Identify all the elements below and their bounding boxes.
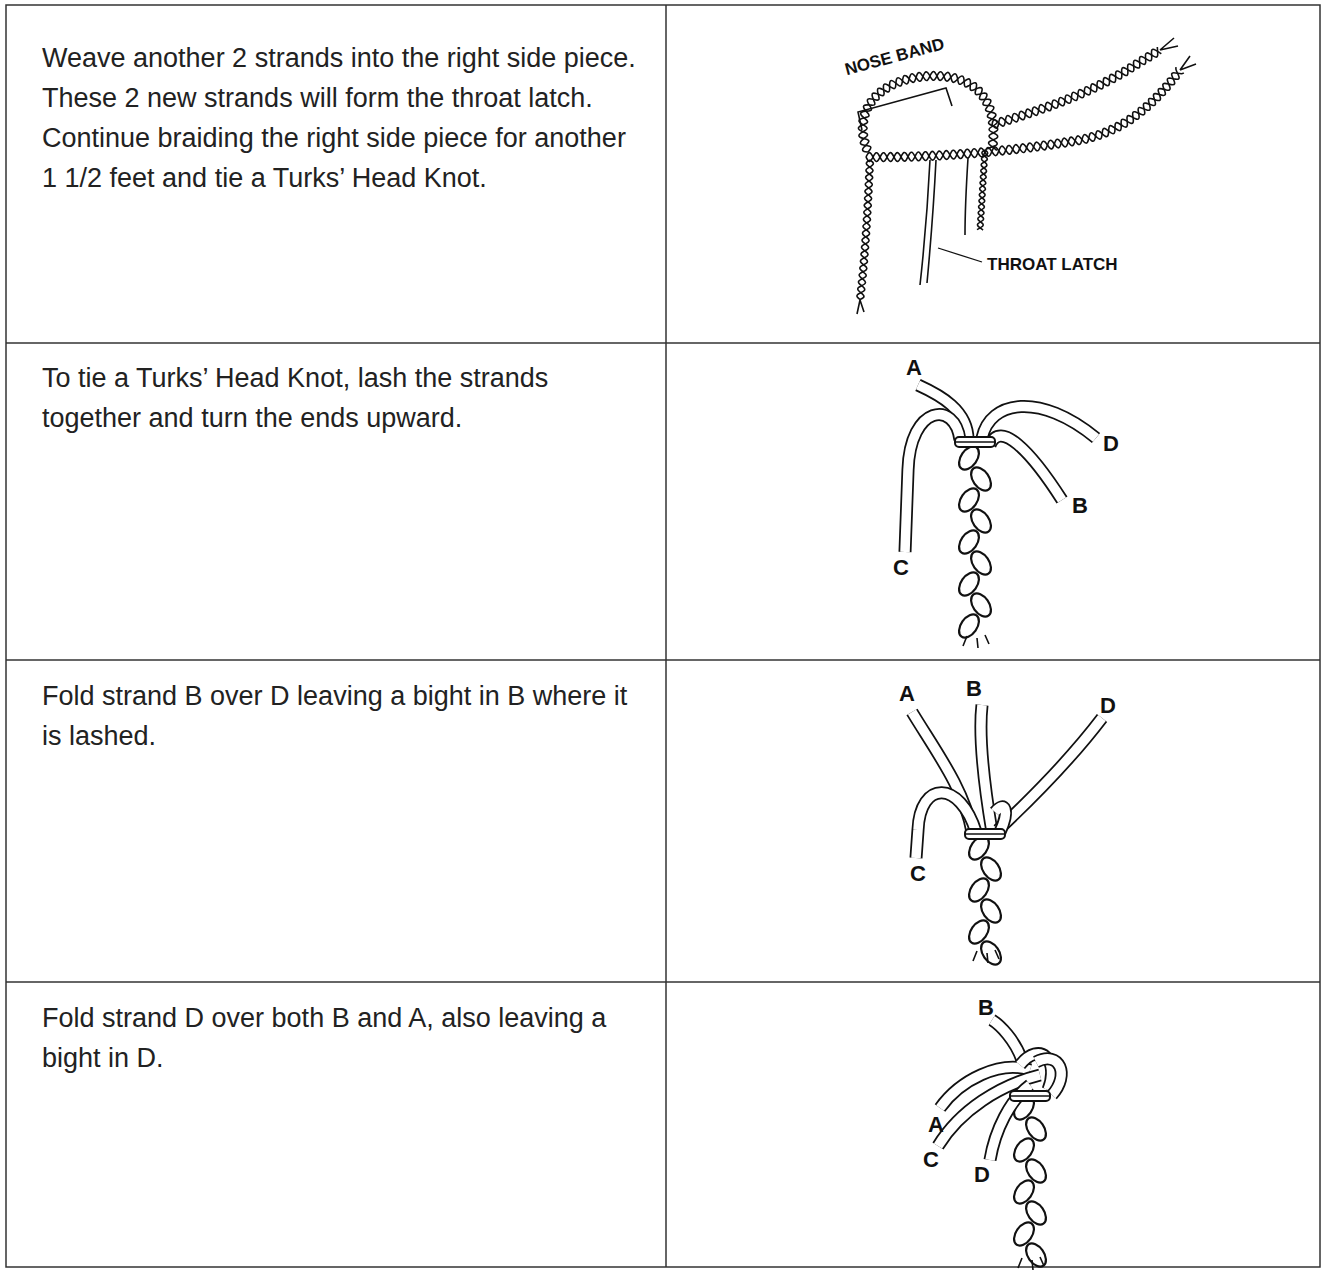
rope-line (1160, 38, 1196, 70)
column-rule (665, 5, 667, 1267)
strand-outline (905, 415, 960, 552)
rope-line (857, 300, 864, 314)
lashing (955, 437, 995, 447)
twisted-rope (977, 150, 987, 230)
strand-fill (981, 705, 992, 832)
strand-letter: B (1072, 494, 1088, 518)
strand-fill (916, 793, 976, 858)
braid-plait (955, 611, 983, 641)
strand-outline (998, 718, 1102, 830)
strand-outline (916, 793, 976, 858)
twisted-rope (866, 73, 1184, 162)
twisted-rope (859, 72, 998, 152)
strand-outline (992, 1020, 1022, 1060)
table-grid (6, 5, 1320, 1267)
strand-letter: A (899, 682, 915, 706)
instruction-text: Fold strand B over D leaving a bight in … (42, 676, 647, 756)
strand-letter: A (928, 1113, 944, 1137)
strand-letter: B (966, 677, 982, 701)
knot-drawings (905, 385, 1102, 1270)
table-border (6, 5, 1320, 1267)
twisted-rope (858, 72, 997, 152)
twisted-rope (857, 160, 873, 300)
rope-line (858, 88, 952, 130)
rope-line (927, 160, 936, 283)
strand-letter: D (1100, 694, 1116, 718)
strand-letter: C (910, 862, 926, 886)
rope-line (1018, 1257, 1044, 1270)
braid-plait (1022, 1240, 1050, 1270)
rope-line (938, 248, 982, 262)
strand-outline (981, 705, 992, 832)
strand-fill (905, 415, 960, 552)
instruction-text: To tie a Turks’ Head Knot, lash the stra… (42, 358, 647, 438)
twisted-rope (858, 160, 873, 300)
instruction-text: Fold strand D over both B and A, also le… (42, 998, 647, 1078)
strand-fill (998, 718, 1102, 830)
lashing (965, 829, 1005, 839)
strand-letter: B (978, 996, 994, 1020)
strand-letter: D (974, 1163, 990, 1187)
strand-fill (992, 1020, 1022, 1060)
halter-drawing (857, 38, 1196, 314)
lashing (1010, 1091, 1050, 1101)
rope-line (955, 441, 995, 442)
row-rule (6, 981, 1320, 983)
strand-fill (990, 436, 1062, 500)
instruction-text: Weave another 2 strands into the right s… (42, 38, 647, 198)
strand-letter: C (893, 556, 909, 580)
row-rule (6, 342, 1320, 344)
strand-letter: D (1103, 432, 1119, 456)
rope-line (963, 635, 989, 648)
strand-letter: A (906, 356, 922, 380)
rope-line (1010, 1095, 1050, 1096)
braid-plait (977, 938, 1005, 968)
twisted-rope (977, 150, 988, 230)
part-label: THROAT LATCH (987, 255, 1118, 275)
strand-letter: C (923, 1148, 939, 1172)
strand-outline (990, 436, 1062, 500)
rope-line (973, 950, 999, 963)
strand-fill (1036, 1059, 1061, 1095)
twisted-rope (866, 67, 1179, 161)
rope-line (965, 158, 968, 235)
strand-outline (1036, 1059, 1061, 1095)
rope-line (965, 833, 1005, 834)
row-rule (6, 659, 1320, 661)
